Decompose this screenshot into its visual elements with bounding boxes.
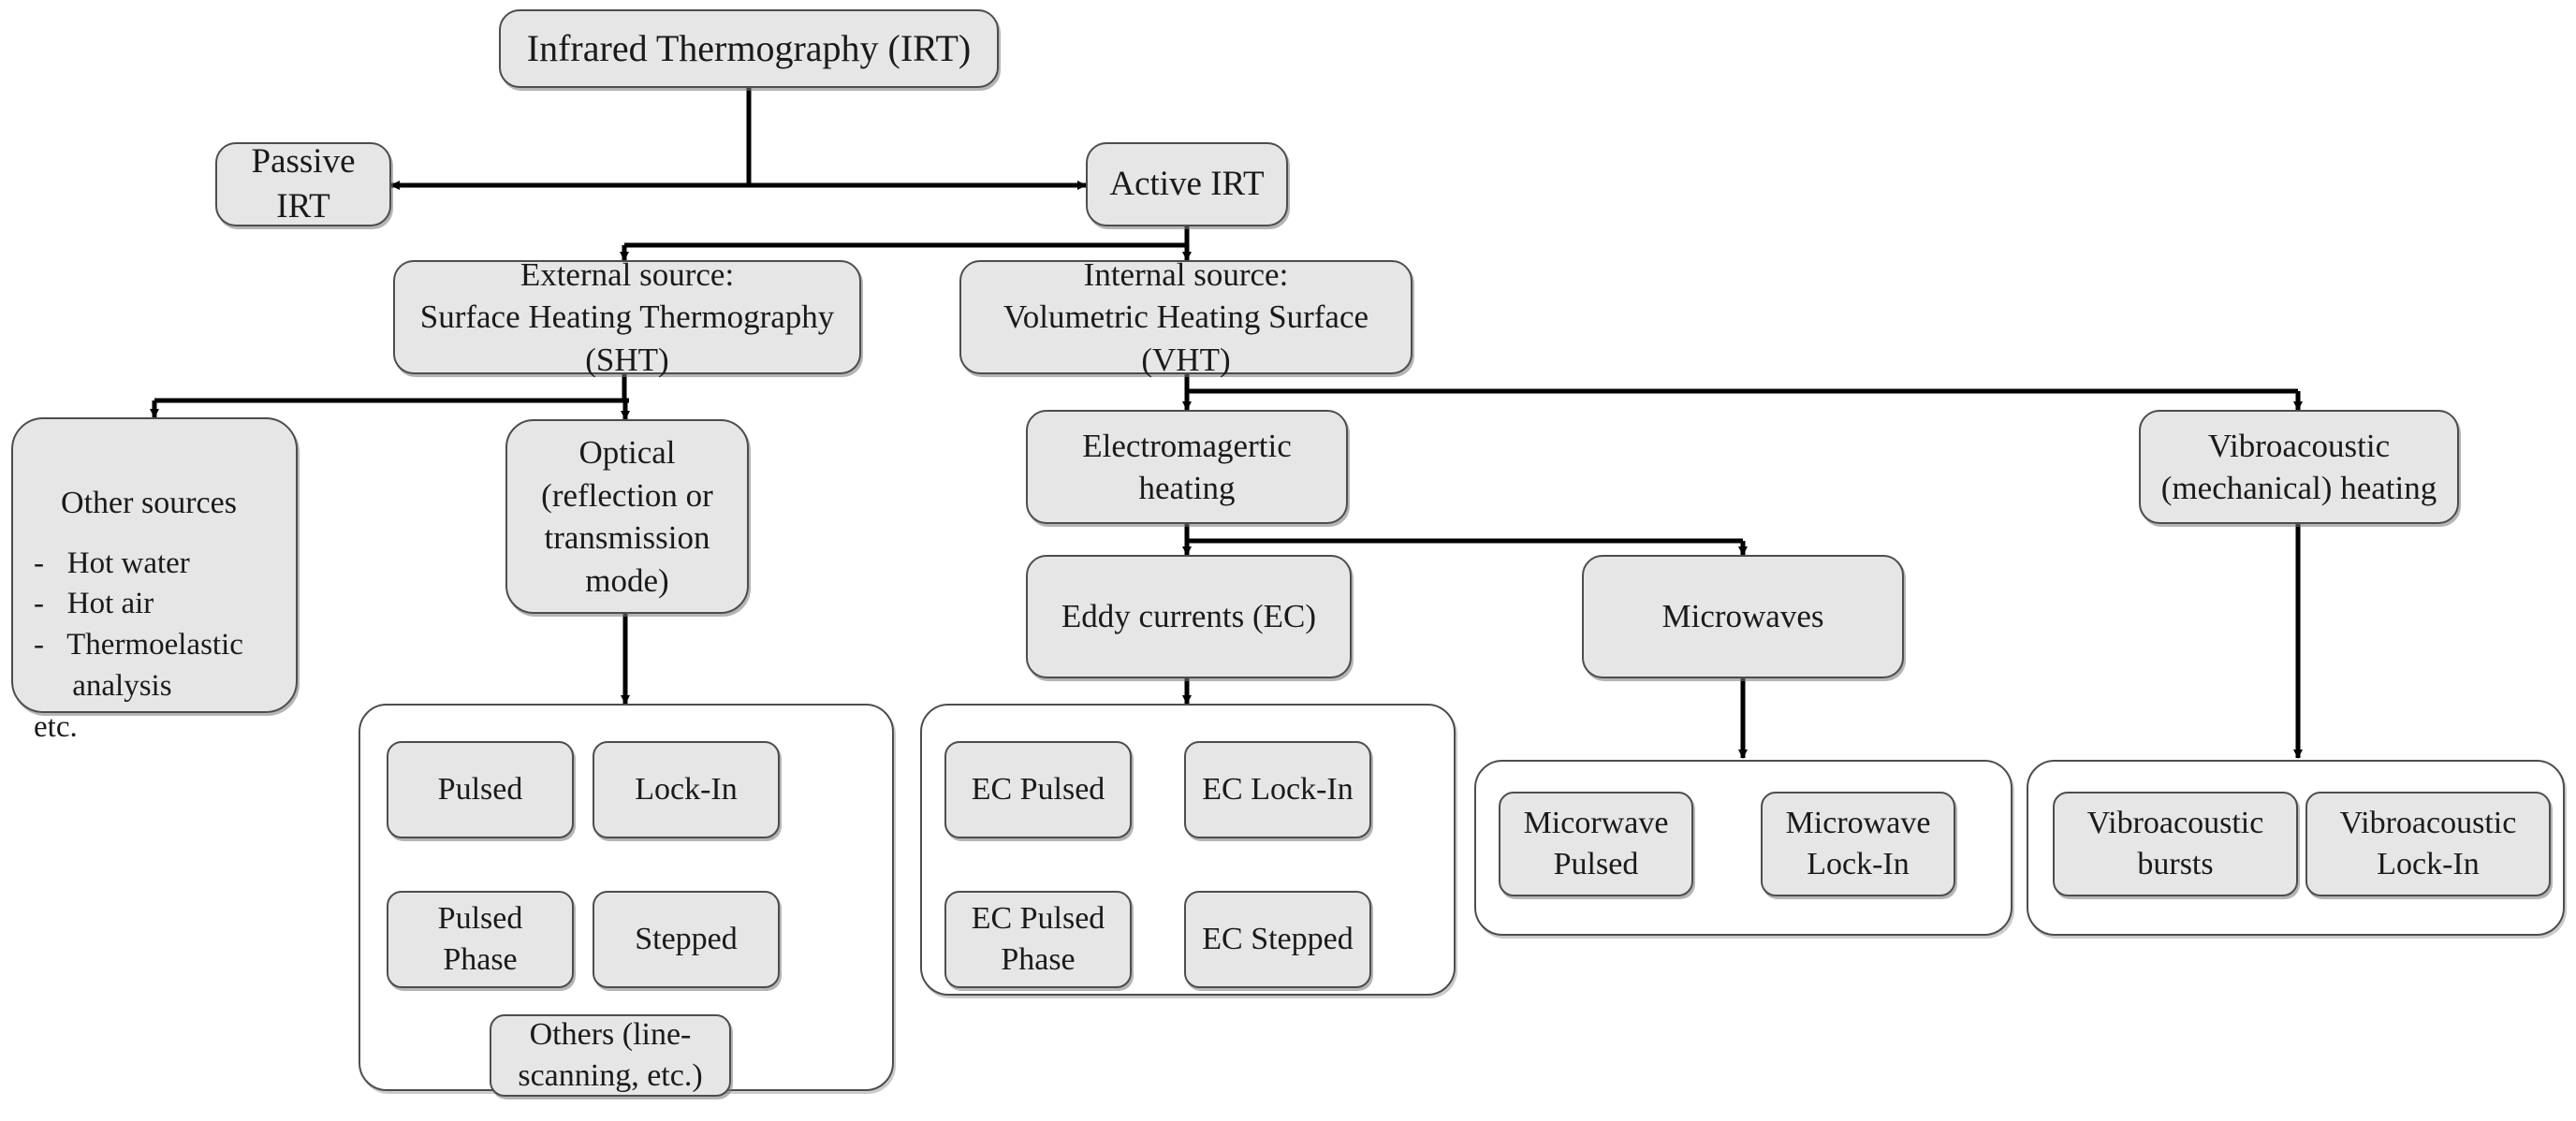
ec-item-stepped[interactable]: EC Stepped <box>1184 891 1371 988</box>
node-passive-irt[interactable]: Passive IRT <box>215 142 391 226</box>
microwave-item-pulsed[interactable]: Micorwave Pulsed <box>1499 792 1693 896</box>
other-sources-title: Other sources <box>61 485 237 520</box>
node-active-irt[interactable]: Active IRT <box>1086 142 1288 226</box>
node-eddy-currents[interactable]: Eddy currents (EC) <box>1026 555 1352 678</box>
optical-item-pulsed[interactable]: Pulsed <box>387 741 574 838</box>
node-optical[interactable]: Optical (reflection or transmission mode… <box>505 419 749 614</box>
optical-item-others[interactable]: Others (line- scanning, etc.) <box>490 1014 731 1097</box>
node-vibroacoustic-heating[interactable]: Vibroacoustic (mechanical) heating <box>2139 410 2459 524</box>
vibroacoustic-item-bursts[interactable]: Vibroacoustic bursts <box>2053 792 2298 896</box>
node-infrared-thermography[interactable]: Infrared Thermography (IRT) <box>499 9 999 88</box>
optical-item-lock-in[interactable]: Lock-In <box>593 741 780 838</box>
node-electromagnetic-heating[interactable]: Electromagertic heating <box>1026 410 1348 524</box>
eddy-current-methods-group: EC Pulsed EC Lock-In EC Pulsed Phase EC … <box>920 704 1456 996</box>
microwave-methods-group: Micorwave Pulsed Microwave Lock-In <box>1474 760 2012 936</box>
ec-item-pulsed[interactable]: EC Pulsed <box>944 741 1132 838</box>
node-external-source-sht[interactable]: External source: Surface Heating Thermog… <box>393 256 861 378</box>
vibroacoustic-item-lock-in[interactable]: Vibroacoustic Lock-In <box>2305 792 2551 896</box>
ec-item-lock-in[interactable]: EC Lock-In <box>1184 741 1371 838</box>
node-internal-source-vht[interactable]: Internal source: Volumetric Heating Surf… <box>959 256 1412 378</box>
optical-methods-group: Pulsed Lock-In Pulsed Phase Stepped Othe… <box>359 704 894 1097</box>
optical-item-pulsed-phase[interactable]: Pulsed Phase <box>387 891 574 988</box>
node-other-sources[interactable]: Other sources - Hot water - Hot air - Th… <box>11 417 298 744</box>
other-sources-list: - Hot water - Hot air - Thermoelastic an… <box>34 546 243 745</box>
ec-item-pulsed-phase[interactable]: EC Pulsed Phase <box>944 891 1132 988</box>
optical-item-stepped[interactable]: Stepped <box>593 891 780 988</box>
microwave-item-lock-in[interactable]: Microwave Lock-In <box>1761 792 1955 896</box>
node-microwaves[interactable]: Microwaves <box>1582 555 1904 678</box>
vibroacoustic-methods-group: Vibroacoustic bursts Vibroacoustic Lock-… <box>2027 760 2565 936</box>
